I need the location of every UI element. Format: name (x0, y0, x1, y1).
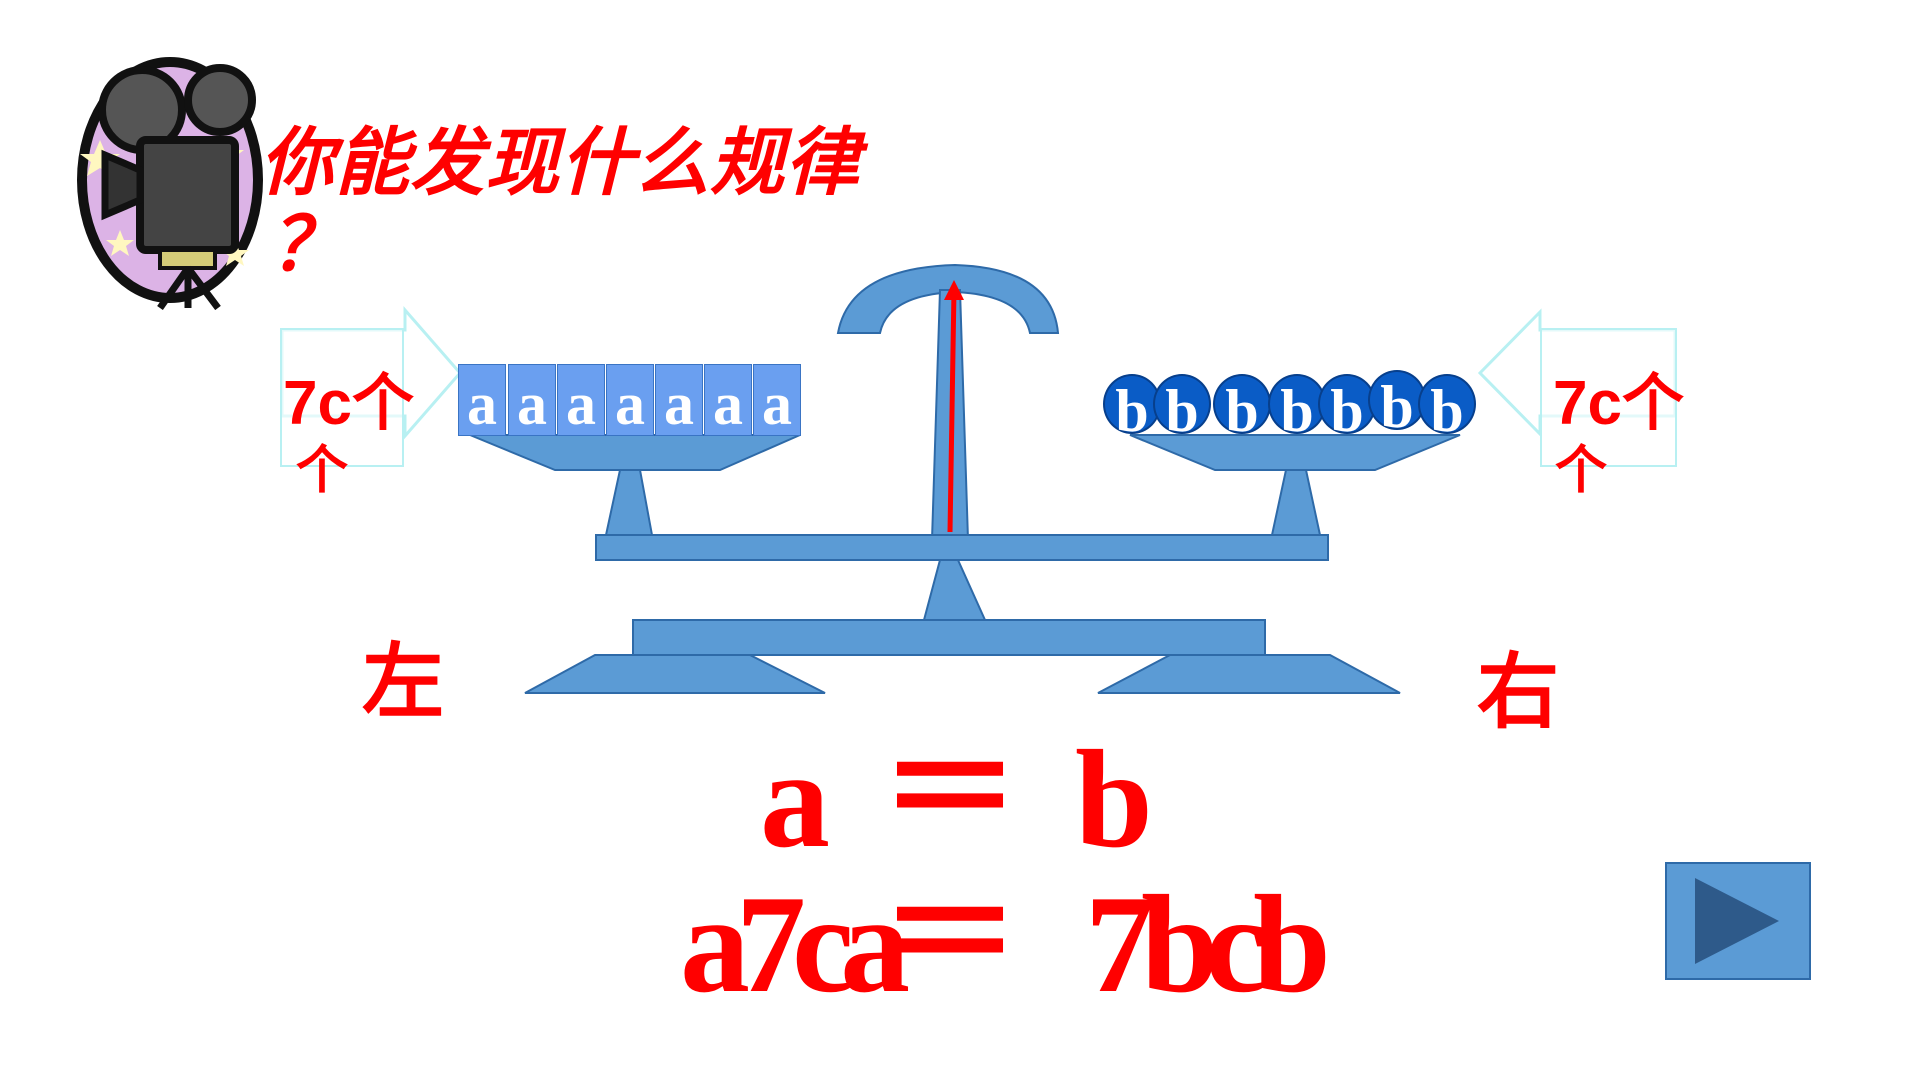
left-side-label: 左 (362, 637, 445, 728)
equation-2-operator: ＝ (880, 856, 1021, 1013)
equation-2-left: a7ca (680, 867, 910, 1022)
page-title-line2: ？ (270, 203, 344, 286)
item-b: b (1368, 370, 1426, 440)
equation-1-right: b (1075, 722, 1153, 877)
item-b: b (1418, 374, 1476, 444)
equation-1-operator: ＝ (880, 711, 1021, 868)
page-title: 你能发现什么规律 (260, 121, 860, 204)
left-count-box (280, 328, 404, 467)
next-button[interactable] (1665, 862, 1811, 980)
equation-2-right: 7bcb (1085, 867, 1331, 1022)
item-b: b (1268, 374, 1326, 444)
right-side-label: 右 (1477, 647, 1560, 738)
item-a: a (753, 364, 801, 437)
left-count-label: 7c个 (283, 369, 414, 438)
item-a: a (508, 364, 556, 437)
equation-1-left: a (760, 722, 830, 877)
movie-camera-icon (77, 57, 263, 310)
item-a: a (704, 364, 752, 437)
right-count-label: 7c个 (1553, 369, 1684, 438)
item-b: b (1213, 374, 1271, 444)
item-a: a (606, 364, 654, 437)
item-a: a (458, 364, 506, 437)
item-a: a (557, 364, 605, 437)
item-b: b (1103, 374, 1161, 444)
item-b: b (1153, 374, 1211, 444)
right-count-box (1540, 328, 1677, 467)
right-count-sublabel: 个 (1555, 442, 1608, 500)
item-b: b (1318, 374, 1376, 444)
left-count-sublabel: 个 (296, 442, 349, 500)
play-next-icon (1695, 878, 1779, 964)
item-a: a (655, 364, 703, 437)
